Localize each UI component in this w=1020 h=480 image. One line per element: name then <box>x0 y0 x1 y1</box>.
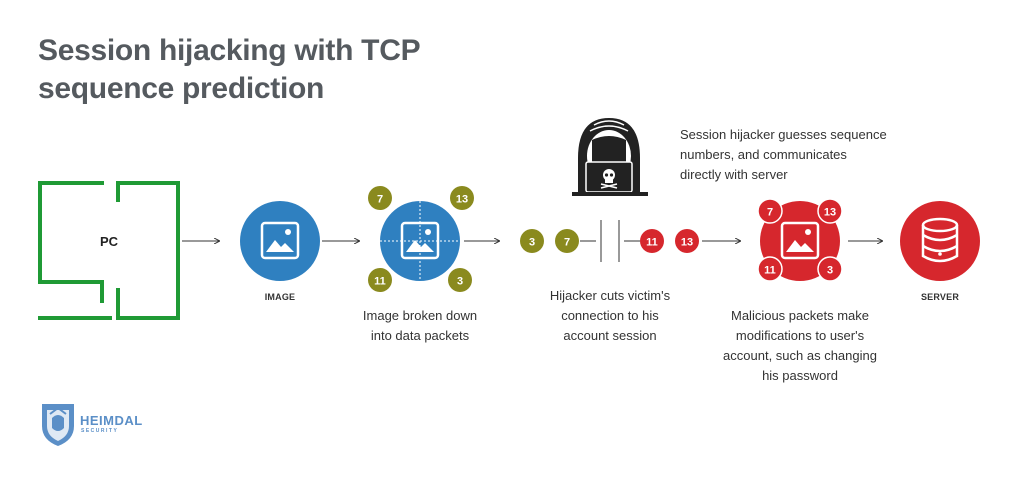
caption-line: account, such as changing <box>723 348 877 363</box>
caption-line: into data packets <box>370 328 470 343</box>
image-icon <box>780 221 820 260</box>
caption-line: connection to his <box>561 308 659 323</box>
hijacker-packets: 11 13 <box>640 229 699 253</box>
packet-badge <box>757 198 783 224</box>
packet-badge <box>675 229 699 253</box>
packet-number: 13 <box>681 237 693 249</box>
logo-subtitle: SECURITY <box>81 428 119 434</box>
logo-name: HEIMDAL <box>80 413 143 428</box>
caption-line: modifications to user's <box>735 328 865 343</box>
malicious-packets: 7 13 11 3 <box>757 198 843 282</box>
packet-number: 11 <box>646 237 658 249</box>
broken-caption: Image broken down into data packets <box>345 306 495 346</box>
packet-number: 3 <box>529 237 535 249</box>
packet-badge <box>368 186 392 210</box>
caption-line: Session hijacker guesses sequence <box>680 127 887 142</box>
packet-badge <box>450 186 474 210</box>
pc-label: PC <box>100 234 119 249</box>
skull-icon <box>600 169 618 189</box>
packet-number: 11 <box>764 265 776 277</box>
title-line-1: Session hijacking with TCP <box>38 34 421 67</box>
packet-number: 13 <box>824 207 836 219</box>
split-lines <box>380 201 460 281</box>
connection-cut-marks <box>600 220 620 262</box>
caption-line: account session <box>563 328 657 343</box>
image-label: IMAGE <box>264 292 296 302</box>
heimdal-logo <box>42 404 74 446</box>
packet-badge <box>757 256 783 282</box>
victim-packets: 3 7 <box>520 229 579 253</box>
packet-badge <box>448 268 472 292</box>
caption-line: Image broken down <box>362 308 478 323</box>
hijacker-caption: Session hijacker guesses sequence number… <box>680 125 910 185</box>
title-line-2: sequence prediction <box>38 72 325 105</box>
packet-badge <box>555 229 579 253</box>
hacker-icon <box>572 118 648 196</box>
image-icon <box>260 221 300 260</box>
malicious-caption: Malicious packets make modifications to … <box>710 306 890 386</box>
page-title: Session hijacking with TCP sequence pred… <box>38 32 518 108</box>
packet-number: 11 <box>374 276 386 288</box>
packet-number: 3 <box>457 276 463 288</box>
malicious-image-node <box>760 201 840 281</box>
caption-line: directly with server <box>680 167 788 182</box>
packet-number: 7 <box>564 237 570 249</box>
cut-caption: Hijacker cuts victim's connection to his… <box>530 286 690 346</box>
server-label: SERVER <box>920 292 960 302</box>
packet-badge <box>817 198 843 224</box>
broken-packets: 7 13 11 3 <box>368 186 474 292</box>
image-node <box>240 201 320 281</box>
packet-badge <box>368 268 392 292</box>
packet-number: 13 <box>456 194 468 206</box>
packet-number: 7 <box>767 207 773 219</box>
caption-line: his password <box>762 368 838 383</box>
packet-number: 7 <box>377 194 383 206</box>
packet-badge <box>817 256 843 282</box>
caption-line: numbers, and communicates <box>680 147 847 162</box>
caption-line: Malicious packets make <box>731 308 869 323</box>
database-icon <box>921 217 959 263</box>
packet-number: 3 <box>827 265 833 277</box>
pc-monitor-icon <box>38 181 180 320</box>
packet-badge <box>520 229 544 253</box>
caption-line: Hijacker cuts victim's <box>549 288 671 303</box>
packet-badge <box>640 229 664 253</box>
